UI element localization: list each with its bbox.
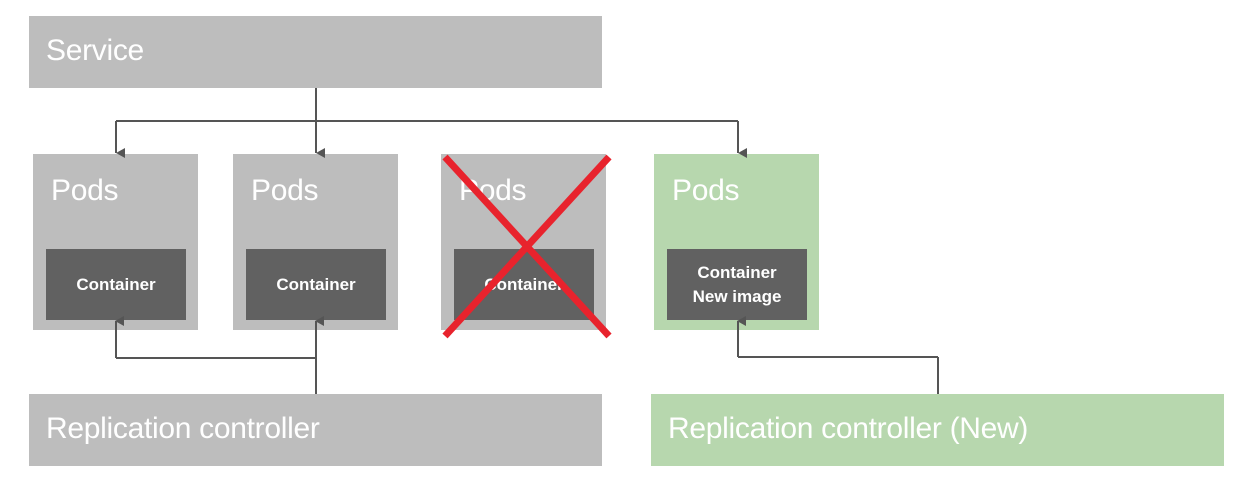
container-box-new-image: Container New image [667, 249, 807, 320]
service-to-pods-connector [115, 88, 747, 158]
replication-controller-new-box: Replication controller (New) [651, 394, 1224, 466]
replication-controller-connector [115, 316, 324, 394]
replication-controller-new-connector [737, 316, 939, 394]
deleted-cross-icon [442, 154, 612, 339]
pod-box-1: Pods Container [33, 154, 198, 330]
pod-box-2: Pods Container [233, 154, 398, 330]
replication-controller-box: Replication controller [29, 394, 602, 466]
container-box: Container [46, 249, 186, 320]
container-box: Container [454, 249, 594, 320]
container-label: Container [76, 274, 156, 294]
container-label: Container [697, 262, 777, 282]
container-box: Container [246, 249, 386, 320]
service-label: Service [46, 34, 144, 67]
service-box: Service [29, 16, 602, 88]
container-label: Container [484, 274, 564, 294]
container-sublabel: New image [692, 286, 782, 306]
replication-controller-label: Replication controller [46, 412, 320, 445]
pod-box-4-new: Pods Container New image [654, 154, 819, 330]
pod-label: Pods [51, 174, 119, 207]
pod-label: Pods [251, 174, 319, 207]
pod-label: Pods [672, 174, 740, 207]
container-label: Container [276, 274, 356, 294]
replication-controller-new-label: Replication controller (New) [668, 412, 1029, 445]
